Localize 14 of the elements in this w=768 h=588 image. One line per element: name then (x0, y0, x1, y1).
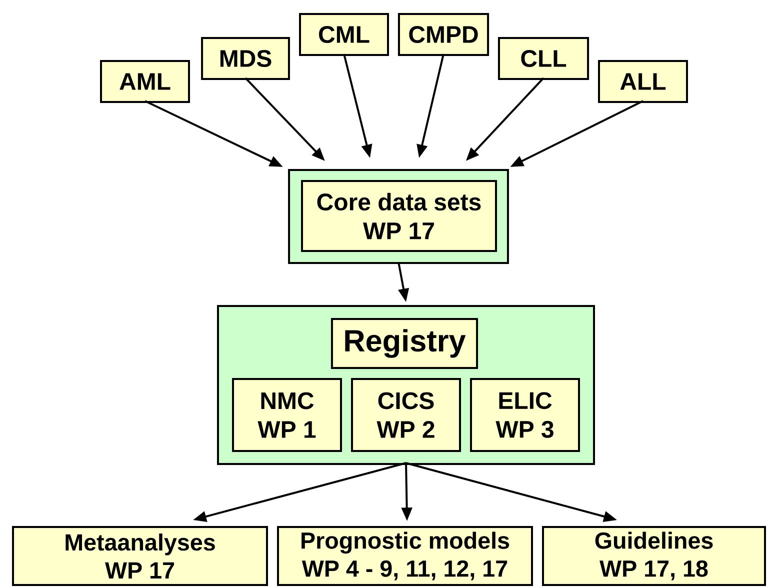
disease-box: ALL (598, 60, 688, 104)
disease-box: CLL (498, 36, 590, 80)
registry-box: Registry (330, 318, 478, 370)
process-box: CICS WP 2 (351, 378, 461, 452)
disease-box: CMPD (398, 12, 490, 56)
output-box: Prognostic models WP 4 - 9, 11, 12, 17 (277, 526, 533, 586)
disease-box: CML (299, 12, 389, 56)
process-box: NMC WP 1 (232, 378, 342, 452)
disease-box: AML (100, 60, 190, 104)
disease-box: MDS (201, 36, 290, 80)
process-box: Core data sets WP 17 (301, 180, 497, 252)
output-box: Guidelines WP 17, 18 (542, 526, 766, 586)
process-box: ELIC WP 3 (470, 378, 580, 452)
output-box: Metaanalyses WP 17 (12, 526, 268, 586)
